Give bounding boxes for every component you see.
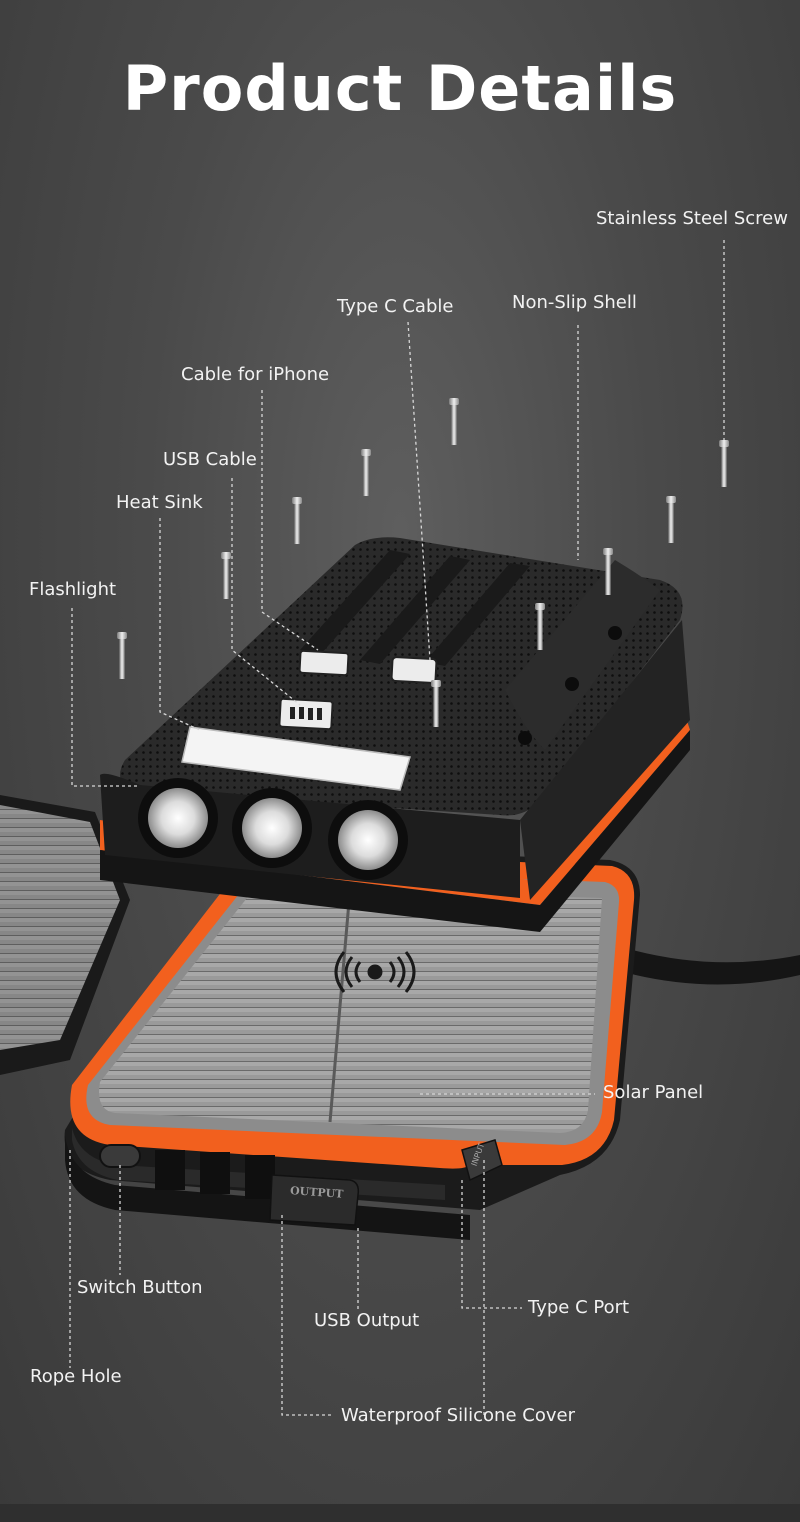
label-type-c-port: Type C Port (528, 1297, 630, 1318)
label-solar-panel: Solar Panel (603, 1082, 704, 1103)
wireless-charging-icon (334, 951, 416, 993)
label-cable-for-iphone: Cable for iPhone (181, 364, 330, 385)
lower-unit (64, 847, 640, 1240)
label-type-c-cable: Type C Cable (337, 296, 454, 317)
label-usb-cable: USB Cable (163, 449, 257, 470)
switch-button (99, 1144, 141, 1168)
label-stainless-steel-screw: Stainless Steel Screw (596, 208, 788, 229)
label-rope-hole: Rope Hole (30, 1366, 122, 1387)
label-non-slip-shell: Non-Slip Shell (512, 292, 637, 313)
label-switch-button: Switch Button (77, 1277, 203, 1298)
label-usb-output: USB Output (314, 1310, 420, 1331)
label-flashlight: Flashlight (29, 579, 117, 600)
leader-lines (69, 240, 725, 1416)
label-heat-sink: Heat Sink (116, 492, 203, 513)
page-title: Product Details (122, 52, 678, 125)
flashlight-lens-icon (138, 778, 408, 880)
label-waterproof-silicone-cover: Waterproof Silicone Cover (341, 1405, 575, 1426)
output-cover (269, 1174, 360, 1226)
folded-solar-sheet (0, 795, 130, 1075)
strap (600, 940, 800, 985)
footer-bar (0, 1504, 800, 1522)
